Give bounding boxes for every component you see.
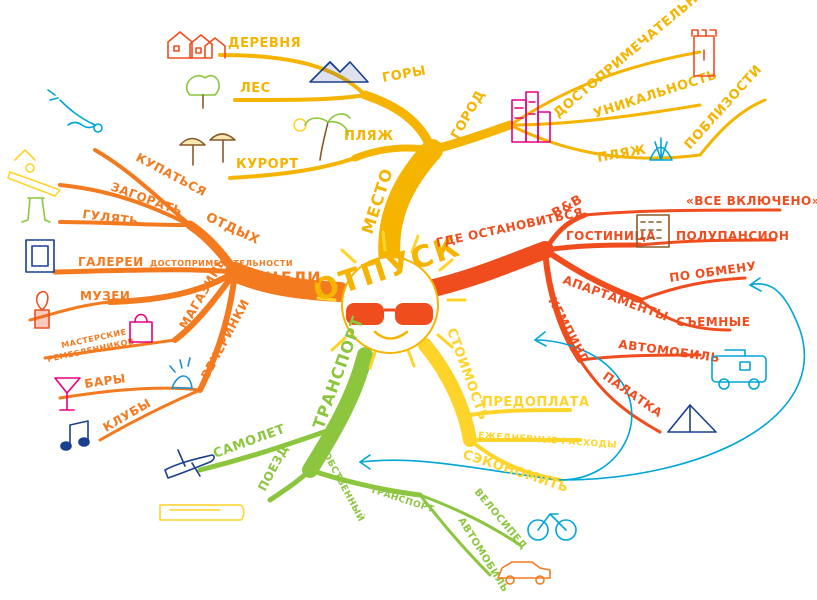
umbrella-icon [179,133,236,166]
label-predoplata: ПРЕДОПЛАТА [482,395,590,410]
label-semnye: СЪЕМНЫЕ [676,315,750,329]
arrow-to-transport [359,459,561,481]
car-icon [497,561,551,585]
airplane-icon [164,449,215,479]
arrow-to-kemping-head [534,331,547,347]
city-icon [511,91,551,143]
mountains-icon [309,61,369,83]
branch-tseli [225,262,350,302]
train-icon [159,504,245,521]
label-galerei: ГАЛЕРЕИ [78,255,144,269]
sunglasses-icon [346,303,433,325]
label-gostinitsa: ГОСТИНИЦА [566,229,656,243]
mesto-lines [218,50,767,180]
sun-smile [373,330,409,340]
walking-icon [21,197,51,223]
disco-icon [169,357,193,389]
label-bary: БАРЫ [83,371,126,391]
label-dostoprim-goals: ДОСТОПРИМЕЧАТЕЛЬНОСТИ [150,259,293,268]
label-tseli: ЦЕЛИ [265,268,321,287]
label-avtomobil-camp: АВТОМОБИЛЬ [618,337,721,365]
branch-gde [416,241,554,299]
arrow-to-apartments [559,283,806,481]
shopping-bag-icon [129,313,153,343]
label-derevnya: ДЕРЕВНЯ [228,36,301,51]
village-icon [167,31,226,59]
tent-icon [667,404,717,433]
label-vse: «ВСЕ ВКЛЮЧЕНО» [686,194,817,208]
sunbed-icon [7,149,61,197]
arrow-to-kemping [534,339,633,481]
arrow-to-apartments-head [749,277,762,292]
label-polupansion: ПОЛУПАНСИОН [676,229,789,243]
label-plyazh: ПЛЯЖ [344,129,394,144]
branch-mesto [378,139,443,273]
tree-icon [185,75,220,109]
museum-icon [34,290,50,329]
sun-center: ОТПУСК [309,229,467,370]
cocktail-icon [54,377,81,411]
label-muzei: МУЗЕИ [80,289,130,303]
label-gulyat: ГУЛЯТЬ [82,207,140,229]
label-gory: ГОРЫ [381,63,427,85]
tower-icon [691,29,717,77]
label-kemping: КЕМПИНГ [545,295,591,364]
arrow-to-transport-head [359,454,371,470]
sun-face [341,256,439,354]
bicycle-icon [527,513,577,541]
campervan-icon [711,349,767,390]
hotel-icon [636,214,670,248]
swimmer-icon [47,89,103,133]
transport-lines [197,427,522,577]
label-plyazh2: ПЛЯЖ [596,143,647,166]
tseli-lines [28,148,240,442]
label-les: ЛЕС [240,81,271,96]
gallery-icon [25,239,55,273]
palm-icon [293,113,351,161]
music-note-icon [60,420,90,451]
label-ezhedn: ЕЖЕДНЕВНЫЕ РАСХОДЫ [478,431,617,451]
label-apartamenty: АПАРТАМЕНТЫ [561,273,670,324]
branch-transport [302,347,373,478]
gde-lines [542,208,782,434]
branch-stoimost [418,338,477,447]
shell-icon [649,137,673,161]
label-kurort: КУРОРТ [236,157,299,172]
